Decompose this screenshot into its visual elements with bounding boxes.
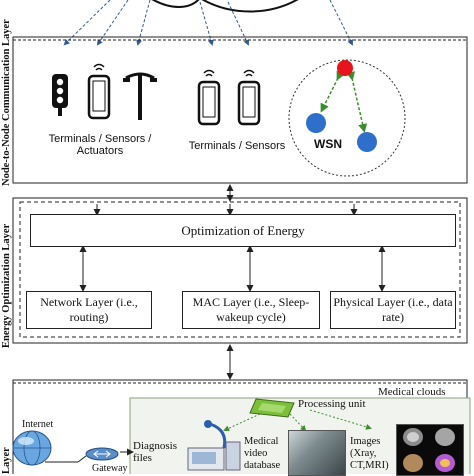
wsn-node-left (306, 113, 326, 133)
medical-device-icon (187, 420, 241, 471)
scan-thumbnails (403, 428, 455, 472)
cloud-layer-label: Layer (1, 447, 12, 474)
optimization-of-energy-box: Optimization of Energy (30, 214, 456, 247)
gateway-label: Gateway (92, 463, 128, 474)
processing-chip-icon (249, 398, 295, 418)
smartphone-icon-3 (237, 69, 261, 126)
wsn-label: WSN (314, 137, 342, 151)
processing-unit-label: Processing unit (298, 398, 366, 410)
energy-layer-frame (12, 197, 468, 344)
wsn-node-right (357, 132, 377, 152)
images-label: Images (Xray, CT,MRI) (350, 436, 389, 471)
smartphone-icon (87, 63, 111, 120)
node-layer-frame (12, 36, 468, 184)
medical-video-database-label: Medical video database (244, 436, 281, 471)
medical-clouds-label: Medical clouds (378, 386, 446, 398)
street-lamp-icon (123, 72, 157, 120)
router-icon (85, 447, 119, 461)
wsn-cluster-circle (288, 59, 406, 177)
medical-video-photo (288, 430, 346, 476)
energy-layer-label: Energy Optimization Layer (1, 223, 12, 348)
group2-label: Terminals / Sensors (188, 140, 286, 152)
globe-icon (12, 430, 52, 466)
network-layer-box: Network Layer (i.e., routing) (26, 291, 152, 329)
wsn-cluster-head (337, 60, 353, 76)
traffic-light-icon (52, 74, 68, 116)
node-layer-label: Node-to-Node Communication Layer (1, 19, 12, 186)
physical-layer-box: Physical Layer (i.e., data rate) (330, 291, 456, 329)
mac-layer-box: MAC Layer (i.e., Sleep-wakeup cycle) (182, 291, 320, 329)
medical-scan-images (396, 424, 464, 476)
internet-label: Internet (22, 419, 54, 430)
diagnosis-files-label: Diagnosis files (133, 440, 177, 464)
group1-label: Terminals / Sensors / Actuators (48, 133, 152, 157)
wsn-nodes (306, 60, 377, 152)
wsn-links (320, 70, 368, 133)
smartphone-icon-2 (197, 69, 221, 126)
top-connection-arcs (151, 0, 299, 13)
